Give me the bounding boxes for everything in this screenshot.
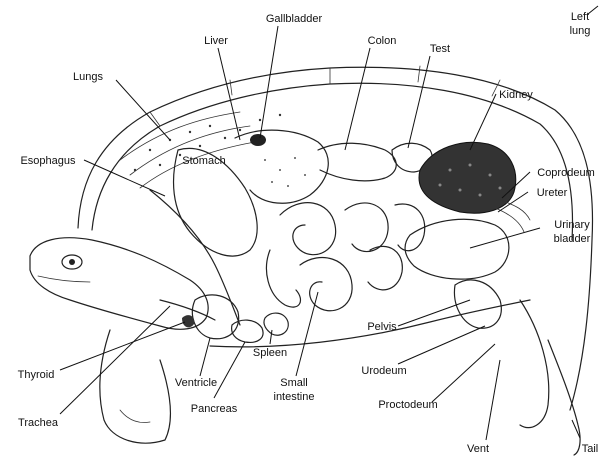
rear-limb <box>520 300 549 428</box>
label-kidney: Kidney <box>499 89 533 101</box>
label-trachea: Trachea <box>18 417 59 429</box>
label-esophagus: Esophagus <box>20 155 76 167</box>
label-liver: Liver <box>204 35 228 47</box>
label-pelvis: Pelvis <box>367 321 397 333</box>
spleen <box>264 313 288 335</box>
label-lungs: Lungs <box>73 71 103 83</box>
labels: Left lung Gallbladder Liver Colon Test L… <box>18 11 599 455</box>
label-left-lung-1: Left <box>571 11 589 23</box>
label-small-intestine-2: intestine <box>274 391 315 403</box>
pancreas <box>232 320 263 342</box>
head <box>30 238 208 330</box>
label-coprodeum: Coprodeum <box>537 167 594 179</box>
label-stomach: Stomach <box>182 155 225 167</box>
label-urinary-bladder-2: bladder <box>554 233 591 245</box>
label-urodeum: Urodeum <box>361 365 406 377</box>
liver-stipple <box>264 157 306 187</box>
tail <box>548 340 580 455</box>
kidney <box>419 142 516 213</box>
label-gallbladder: Gallbladder <box>266 13 323 25</box>
label-proctodeum: Proctodeum <box>378 399 437 411</box>
small-intestine <box>266 203 424 311</box>
label-colon: Colon <box>368 35 397 47</box>
urinary-bladder <box>405 219 509 279</box>
thyroid <box>182 315 194 327</box>
pelvis <box>454 280 501 328</box>
label-left-lung-2: lung <box>570 25 591 37</box>
esophagus <box>150 190 240 325</box>
label-urinary-bladder-1: Urinary <box>554 219 590 231</box>
gallbladder <box>250 134 266 146</box>
label-test: Test <box>430 43 450 55</box>
label-thyroid: Thyroid <box>18 369 55 381</box>
lung-texture <box>120 112 255 188</box>
label-tail: Tail <box>582 443 599 455</box>
label-vent: Vent <box>467 443 489 455</box>
label-pancreas: Pancreas <box>191 403 238 415</box>
liver <box>235 130 328 203</box>
label-small-intestine-1: Small <box>280 377 308 389</box>
label-ureter: Ureter <box>537 187 568 199</box>
label-ventricle: Ventricle <box>175 377 217 389</box>
front-limb <box>100 330 171 443</box>
colon <box>318 143 396 181</box>
leader-lines <box>60 6 598 440</box>
label-spleen: Spleen <box>253 347 287 359</box>
